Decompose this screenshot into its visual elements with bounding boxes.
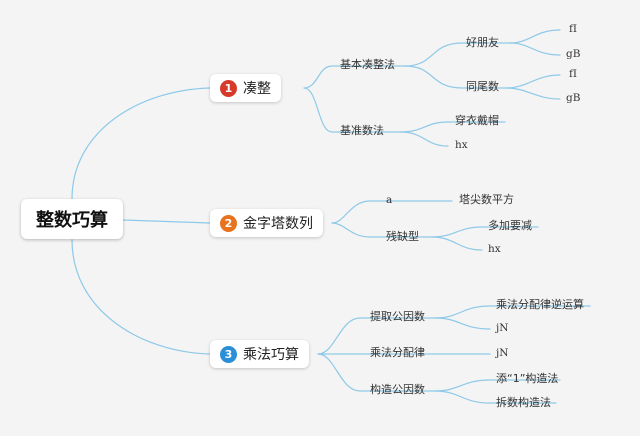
connector-b1-hx: [399, 131, 449, 147]
branch-node-2[interactable]: 2 金字塔数列: [210, 209, 323, 237]
leaf-gb-1[interactable]: gB: [566, 48, 581, 60]
branch-label-3: 乘法巧算: [243, 347, 299, 363]
topic-tian1gouzaofa[interactable]: 添“1”构造法: [496, 372, 559, 385]
connector-b3-tian1: [434, 379, 561, 392]
topic-chengfafenpeilvnisuan[interactable]: 乘法分配律逆运算: [496, 298, 584, 311]
connector-b3-chaishu: [434, 390, 557, 404]
number-1-badge-icon: 1: [220, 79, 237, 97]
connector-b3-jn-1: [434, 317, 491, 330]
connector-b1-fi-2: [505, 74, 561, 89]
connector-b1-sub2: [303, 87, 401, 133]
topic-duojiayaojian[interactable]: 多加要减: [488, 219, 532, 232]
connector-root-branch-1: [71, 87, 211, 200]
topic-gouzaogongyinshu[interactable]: 构造公因数: [370, 383, 425, 396]
connector-b2-a: [331, 200, 399, 224]
leaf-gb-2[interactable]: gB: [566, 92, 581, 104]
topic-tiqugongyinshu[interactable]: 提取公因数: [370, 310, 425, 323]
connector-b1-sub1: [303, 65, 406, 89]
connector-b1-fi-1: [509, 29, 561, 44]
connector-b3-tiqu: [317, 317, 436, 355]
topic-canquexing[interactable]: 残缺型: [386, 230, 419, 243]
topic-chengfafenpeilv[interactable]: 乘法分配律: [370, 346, 425, 359]
topic-jn-2[interactable]: jN: [496, 347, 509, 359]
topic-jn-1[interactable]: jN: [496, 322, 509, 334]
connector-root-branch-3: [71, 239, 211, 355]
branch-label-1: 凑整: [243, 81, 271, 97]
root-node[interactable]: 整数巧算: [21, 199, 123, 239]
connector-b1-gb-2: [505, 87, 561, 100]
topic-tongweishu[interactable]: 同尾数: [466, 80, 499, 93]
topic-hx-2[interactable]: hx: [488, 243, 501, 255]
leaf-fi-2[interactable]: fI: [569, 68, 578, 80]
leaf-fi-1[interactable]: fI: [569, 23, 578, 35]
connector-b2-duojia: [431, 226, 539, 238]
branch-node-1[interactable]: 1 凑整: [210, 74, 281, 102]
topic-chaishugouzaofa[interactable]: 拆数构造法: [496, 396, 551, 409]
topic-jibencouzhengfa[interactable]: 基本凑整法: [340, 58, 395, 71]
topic-chuanyidaimao[interactable]: 穿衣戴帽: [455, 114, 499, 127]
branch-label-2: 金字塔数列: [243, 216, 313, 232]
connector-root-branch-2: [122, 219, 211, 224]
topic-haopengyou[interactable]: 好朋友: [466, 36, 499, 49]
connector-b1-haopengyou: [404, 42, 511, 67]
topic-hx-1[interactable]: hx: [455, 139, 468, 151]
root-label: 整数巧算: [36, 210, 108, 231]
topic-tajianshupingfang[interactable]: 塔尖数平方: [459, 193, 514, 206]
topic-a[interactable]: a: [386, 194, 393, 206]
connector-b2-canque: [331, 222, 433, 238]
connector-b1-tongweishu: [404, 65, 507, 89]
connector-b3-gouzao: [317, 353, 436, 392]
number-2-badge-icon: 2: [220, 214, 237, 232]
topic-jizhunshufa[interactable]: 基准数法: [340, 124, 384, 137]
connector-b2-hx: [431, 236, 483, 251]
connector-b1-chuanyi: [399, 121, 506, 133]
branch-node-3[interactable]: 3 乘法巧算: [210, 340, 309, 368]
connector-b3-nisuan: [434, 305, 591, 319]
number-3-badge-icon: 3: [220, 345, 237, 363]
connector-b1-gb-1: [509, 42, 561, 56]
